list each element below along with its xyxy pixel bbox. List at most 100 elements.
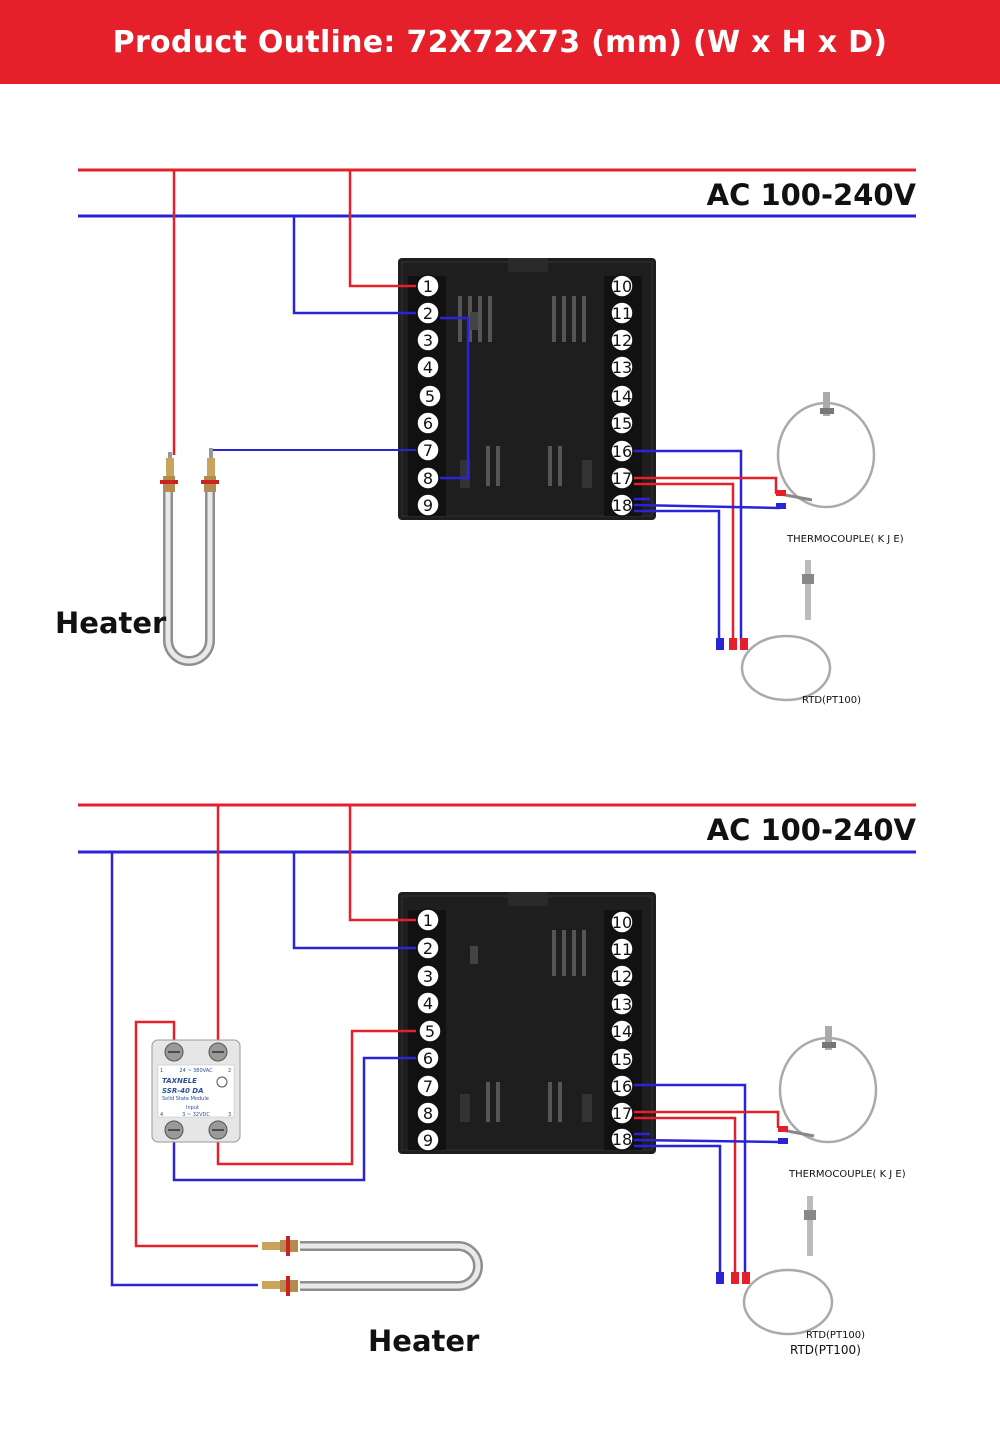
svg-text:7: 7: [423, 441, 433, 460]
svg-text:3: 3: [423, 331, 433, 350]
svg-text:3 ~ 32VDC: 3 ~ 32VDC: [182, 1112, 210, 1118]
svg-text:2: 2: [423, 304, 433, 323]
wire-t17-red-a: [634, 476, 778, 494]
supply-voltage-label: AC 100-240V: [707, 178, 917, 212]
wire-neutral-to-t2: [292, 852, 416, 950]
wire-neutral-to-t2: [292, 216, 416, 315]
terminal-9: 9: [416, 1128, 440, 1152]
wire-t18-blue-b: [634, 1144, 722, 1276]
svg-text:3: 3: [423, 967, 433, 986]
heater-element: [160, 448, 219, 666]
wire-t17-red-b: [634, 482, 735, 640]
thermocouple-probe: [778, 1026, 878, 1144]
terminal-14: 14: [610, 384, 634, 408]
heater-element: [262, 1236, 483, 1296]
svg-text:14: 14: [612, 1022, 632, 1041]
rtd-probe: [716, 1196, 834, 1336]
terminal-12: 12: [610, 328, 634, 352]
diagram-1: AC 100-240V 1 2 3 4 5 6 7 8 9: [55, 168, 917, 706]
terminal-6: 6: [416, 411, 440, 435]
wire-t5-to-ssr-plus: [216, 1029, 416, 1166]
terminal-10: 10: [610, 274, 634, 298]
terminal-1: 1: [416, 274, 440, 298]
thermocouple-label: THERMOCOUPLE( K J E): [786, 534, 904, 545]
svg-text:4: 4: [160, 1112, 163, 1118]
wire-t18-blue-b: [634, 509, 721, 640]
svg-text:13: 13: [612, 995, 632, 1014]
svg-text:2: 2: [423, 939, 433, 958]
rtd-label: RTD(PT100): [802, 695, 861, 706]
header-banner: Product Outline: 72X72X73 (mm) (W x H x …: [0, 0, 1000, 84]
terminal-1: 1: [416, 908, 440, 932]
svg-text:8: 8: [423, 1104, 433, 1123]
terminal-11: 11: [610, 937, 634, 961]
terminal-4: 4: [416, 991, 440, 1015]
terminal-10: 10: [610, 910, 634, 934]
thermocouple-probe: [776, 392, 876, 509]
terminal-9: 9: [416, 493, 440, 517]
svg-text:18: 18: [612, 496, 632, 515]
terminal-17: 17: [610, 1101, 634, 1125]
terminal-13: 13: [610, 992, 634, 1016]
svg-text:24 ~ 380VAC: 24 ~ 380VAC: [179, 1068, 213, 1074]
svg-text:2: 2: [228, 1068, 231, 1074]
svg-text:1: 1: [423, 277, 433, 296]
diagram-2: AC 100-240V 1 2 3 4 5 6 7 8 9 10 11 12 1…: [78, 803, 917, 1358]
terminal-15: 15: [610, 411, 634, 435]
terminal-13: 13: [610, 355, 634, 379]
terminal-5: 5: [418, 1019, 442, 1043]
terminal-7: 7: [416, 438, 440, 462]
svg-text:TAXNELE: TAXNELE: [162, 1077, 197, 1085]
terminal-14: 14: [610, 1019, 634, 1043]
svg-text:11: 11: [612, 304, 632, 323]
wire-t17-red-b: [634, 1116, 737, 1276]
wire-t18-blue-a: [633, 503, 781, 510]
terminal-8: 8: [416, 466, 440, 490]
controller-body: [398, 892, 656, 1154]
supply-voltage-label: AC 100-240V: [707, 813, 917, 847]
controller-body: [398, 258, 656, 520]
svg-text:1: 1: [160, 1068, 163, 1074]
svg-text:18: 18: [612, 1130, 632, 1149]
svg-text:13: 13: [612, 358, 632, 377]
terminal-18: 18: [610, 493, 634, 517]
svg-text:11: 11: [612, 940, 632, 959]
wire-t2-to-t8-jumper: [440, 316, 470, 480]
svg-text:16: 16: [612, 442, 632, 461]
terminal-8: 8: [416, 1101, 440, 1125]
svg-text:5: 5: [425, 1022, 435, 1041]
terminal-6: 6: [416, 1046, 440, 1070]
thermocouple-label: THERMOCOUPLE( K J E): [788, 1169, 906, 1180]
svg-text:1: 1: [423, 911, 433, 930]
heater-label: Heater: [55, 606, 167, 640]
svg-text:14: 14: [612, 387, 632, 406]
svg-text:17: 17: [612, 469, 632, 488]
svg-text:10: 10: [612, 277, 632, 296]
svg-text:9: 9: [423, 496, 433, 515]
rtd-probe: [716, 560, 832, 702]
rtd-label: RTD(PT100): [806, 1330, 865, 1341]
svg-text:15: 15: [612, 1050, 632, 1069]
svg-text:17: 17: [612, 1104, 632, 1123]
svg-text:SSR-40 DA: SSR-40 DA: [162, 1087, 204, 1095]
terminal-5: 5: [418, 384, 442, 408]
wire-ssr-to-heater: [134, 1020, 258, 1248]
wire-live-to-t1: [348, 170, 416, 288]
svg-text:16: 16: [612, 1077, 632, 1096]
svg-text:9: 9: [423, 1131, 433, 1150]
svg-text:3: 3: [228, 1112, 231, 1118]
svg-text:15: 15: [612, 414, 632, 433]
heater-label: Heater: [368, 1324, 480, 1358]
wire-t16-blue: [634, 449, 743, 640]
svg-text:12: 12: [612, 331, 632, 350]
page-title: Product Outline: 72X72X73 (mm) (W x H x …: [112, 24, 888, 60]
terminal-2: 2: [416, 301, 440, 325]
svg-text:5: 5: [425, 387, 435, 406]
terminal-16: 16: [610, 1074, 634, 1098]
svg-text:8: 8: [423, 469, 433, 488]
wire-t18-blue-a: [633, 1138, 781, 1144]
terminal-17: 17: [610, 466, 634, 490]
terminal-3: 3: [416, 328, 440, 352]
wire-t16-blue: [634, 1083, 747, 1276]
